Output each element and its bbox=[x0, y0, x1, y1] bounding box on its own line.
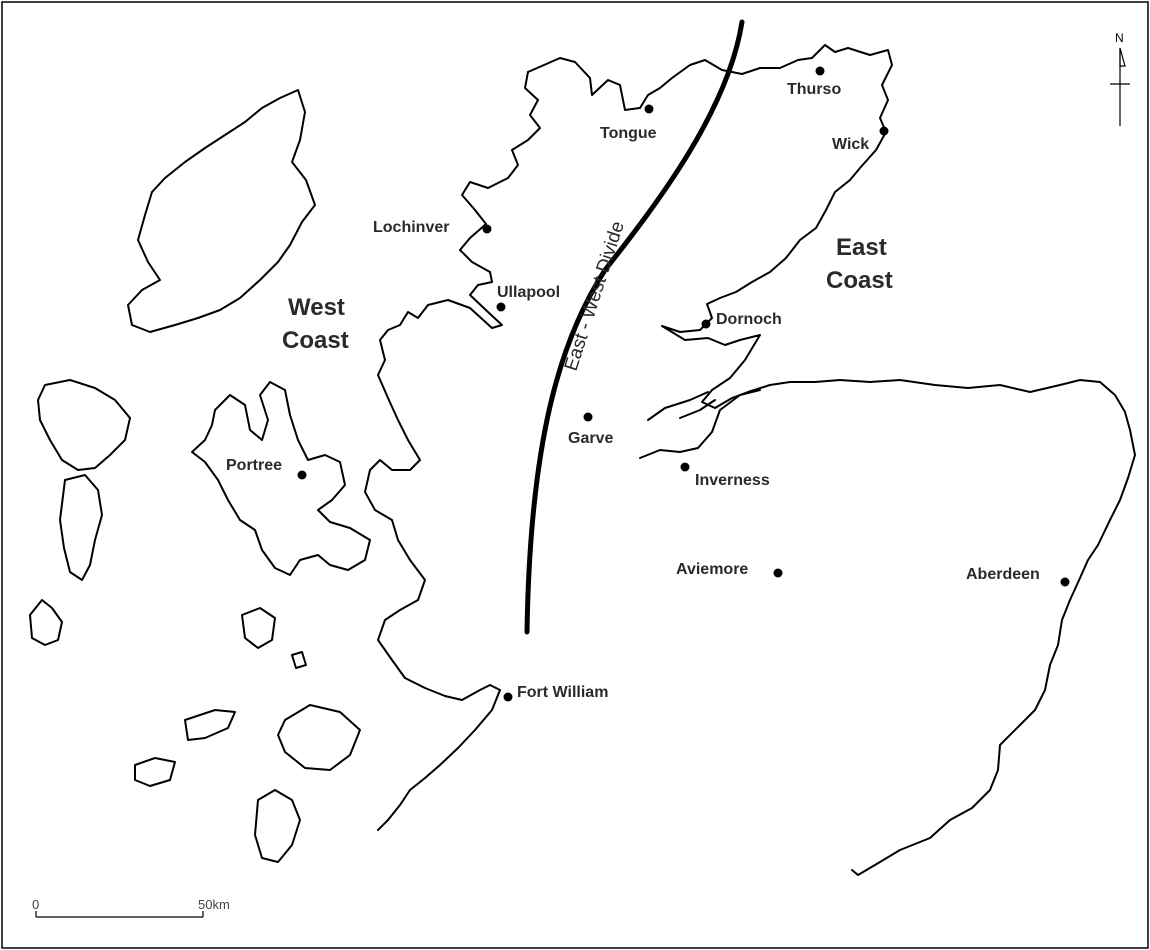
town-portree-dot bbox=[297, 470, 307, 480]
town-garve: Garve bbox=[568, 412, 613, 447]
town-aberdeen: Aberdeen bbox=[966, 566, 1070, 587]
town-aberdeen-dot bbox=[1060, 577, 1070, 587]
town-lochinver-label: Lochinver bbox=[373, 219, 449, 236]
town-wick-dot bbox=[879, 126, 889, 136]
town-aberdeen-label: Aberdeen bbox=[966, 566, 1040, 583]
island-coll-tiree bbox=[184, 709, 236, 741]
north-arrow-label: N bbox=[1115, 31, 1124, 45]
town-garve-label: Garve bbox=[568, 430, 613, 447]
town-aviemore-label: Aviemore bbox=[676, 561, 748, 578]
town-dornoch-dot bbox=[701, 319, 711, 329]
scale-bar: 0 50km bbox=[32, 897, 230, 918]
north-arrow: N bbox=[1110, 31, 1130, 126]
island-barra bbox=[29, 599, 63, 646]
coastline-firths bbox=[639, 389, 761, 459]
town-tongue-label: Tongue bbox=[600, 125, 657, 142]
island-lewis-harris bbox=[127, 89, 316, 333]
town-garve-dot bbox=[583, 412, 593, 422]
town-aviemore-dot bbox=[773, 568, 783, 578]
town-portree-label: Portree bbox=[226, 457, 282, 474]
town-inverness-dot bbox=[680, 462, 690, 472]
region-west-coast-line1: West bbox=[288, 294, 345, 321]
town-wick-label: Wick bbox=[832, 136, 869, 153]
region-east-coast-line2: Coast bbox=[826, 267, 893, 294]
town-tongue: Tongue bbox=[600, 104, 657, 142]
east-west-divide-line bbox=[524, 19, 745, 635]
town-thurso-dot bbox=[815, 66, 825, 76]
region-east-coast-line1: East bbox=[836, 234, 887, 261]
region-west-coast-line2: Coast bbox=[282, 327, 349, 354]
scale-bar-start-label: 0 bbox=[32, 897, 39, 912]
town-dornoch: Dornoch bbox=[701, 311, 782, 329]
town-tongue-dot bbox=[644, 104, 654, 114]
town-ullapool: Ullapool bbox=[496, 284, 560, 312]
scale-bar-end-label: 50km bbox=[198, 897, 230, 912]
coastline-mainland bbox=[527, 44, 1136, 876]
town-fort-william: Fort William bbox=[503, 684, 608, 702]
island-skye bbox=[191, 381, 371, 576]
town-inverness: Inverness bbox=[680, 462, 770, 489]
town-portree: Portree bbox=[226, 457, 307, 480]
town-thurso: Thurso bbox=[787, 66, 841, 98]
coastline-west-mainland bbox=[364, 71, 541, 831]
island-colonsay bbox=[134, 757, 176, 787]
island-rum bbox=[241, 607, 276, 649]
town-ullapool-dot bbox=[496, 302, 506, 312]
town-lochinver-dot bbox=[482, 224, 492, 234]
island-mull bbox=[277, 704, 361, 771]
island-uist bbox=[37, 379, 131, 471]
town-aviemore: Aviemore bbox=[676, 561, 783, 578]
town-wick: Wick bbox=[832, 126, 889, 153]
town-fort-william-dot bbox=[503, 692, 513, 702]
town-ullapool-label: Ullapool bbox=[497, 284, 560, 301]
island-jura bbox=[254, 789, 301, 863]
island-south-uist bbox=[59, 474, 103, 581]
town-lochinver: Lochinver bbox=[373, 219, 492, 236]
island-eigg bbox=[291, 651, 307, 669]
north-arrow-head-icon bbox=[1119, 47, 1126, 67]
town-thurso-label: Thurso bbox=[787, 81, 841, 98]
town-dornoch-label: Dornoch bbox=[716, 311, 782, 328]
town-fort-william-label: Fort William bbox=[517, 684, 608, 701]
town-inverness-label: Inverness bbox=[695, 472, 770, 489]
